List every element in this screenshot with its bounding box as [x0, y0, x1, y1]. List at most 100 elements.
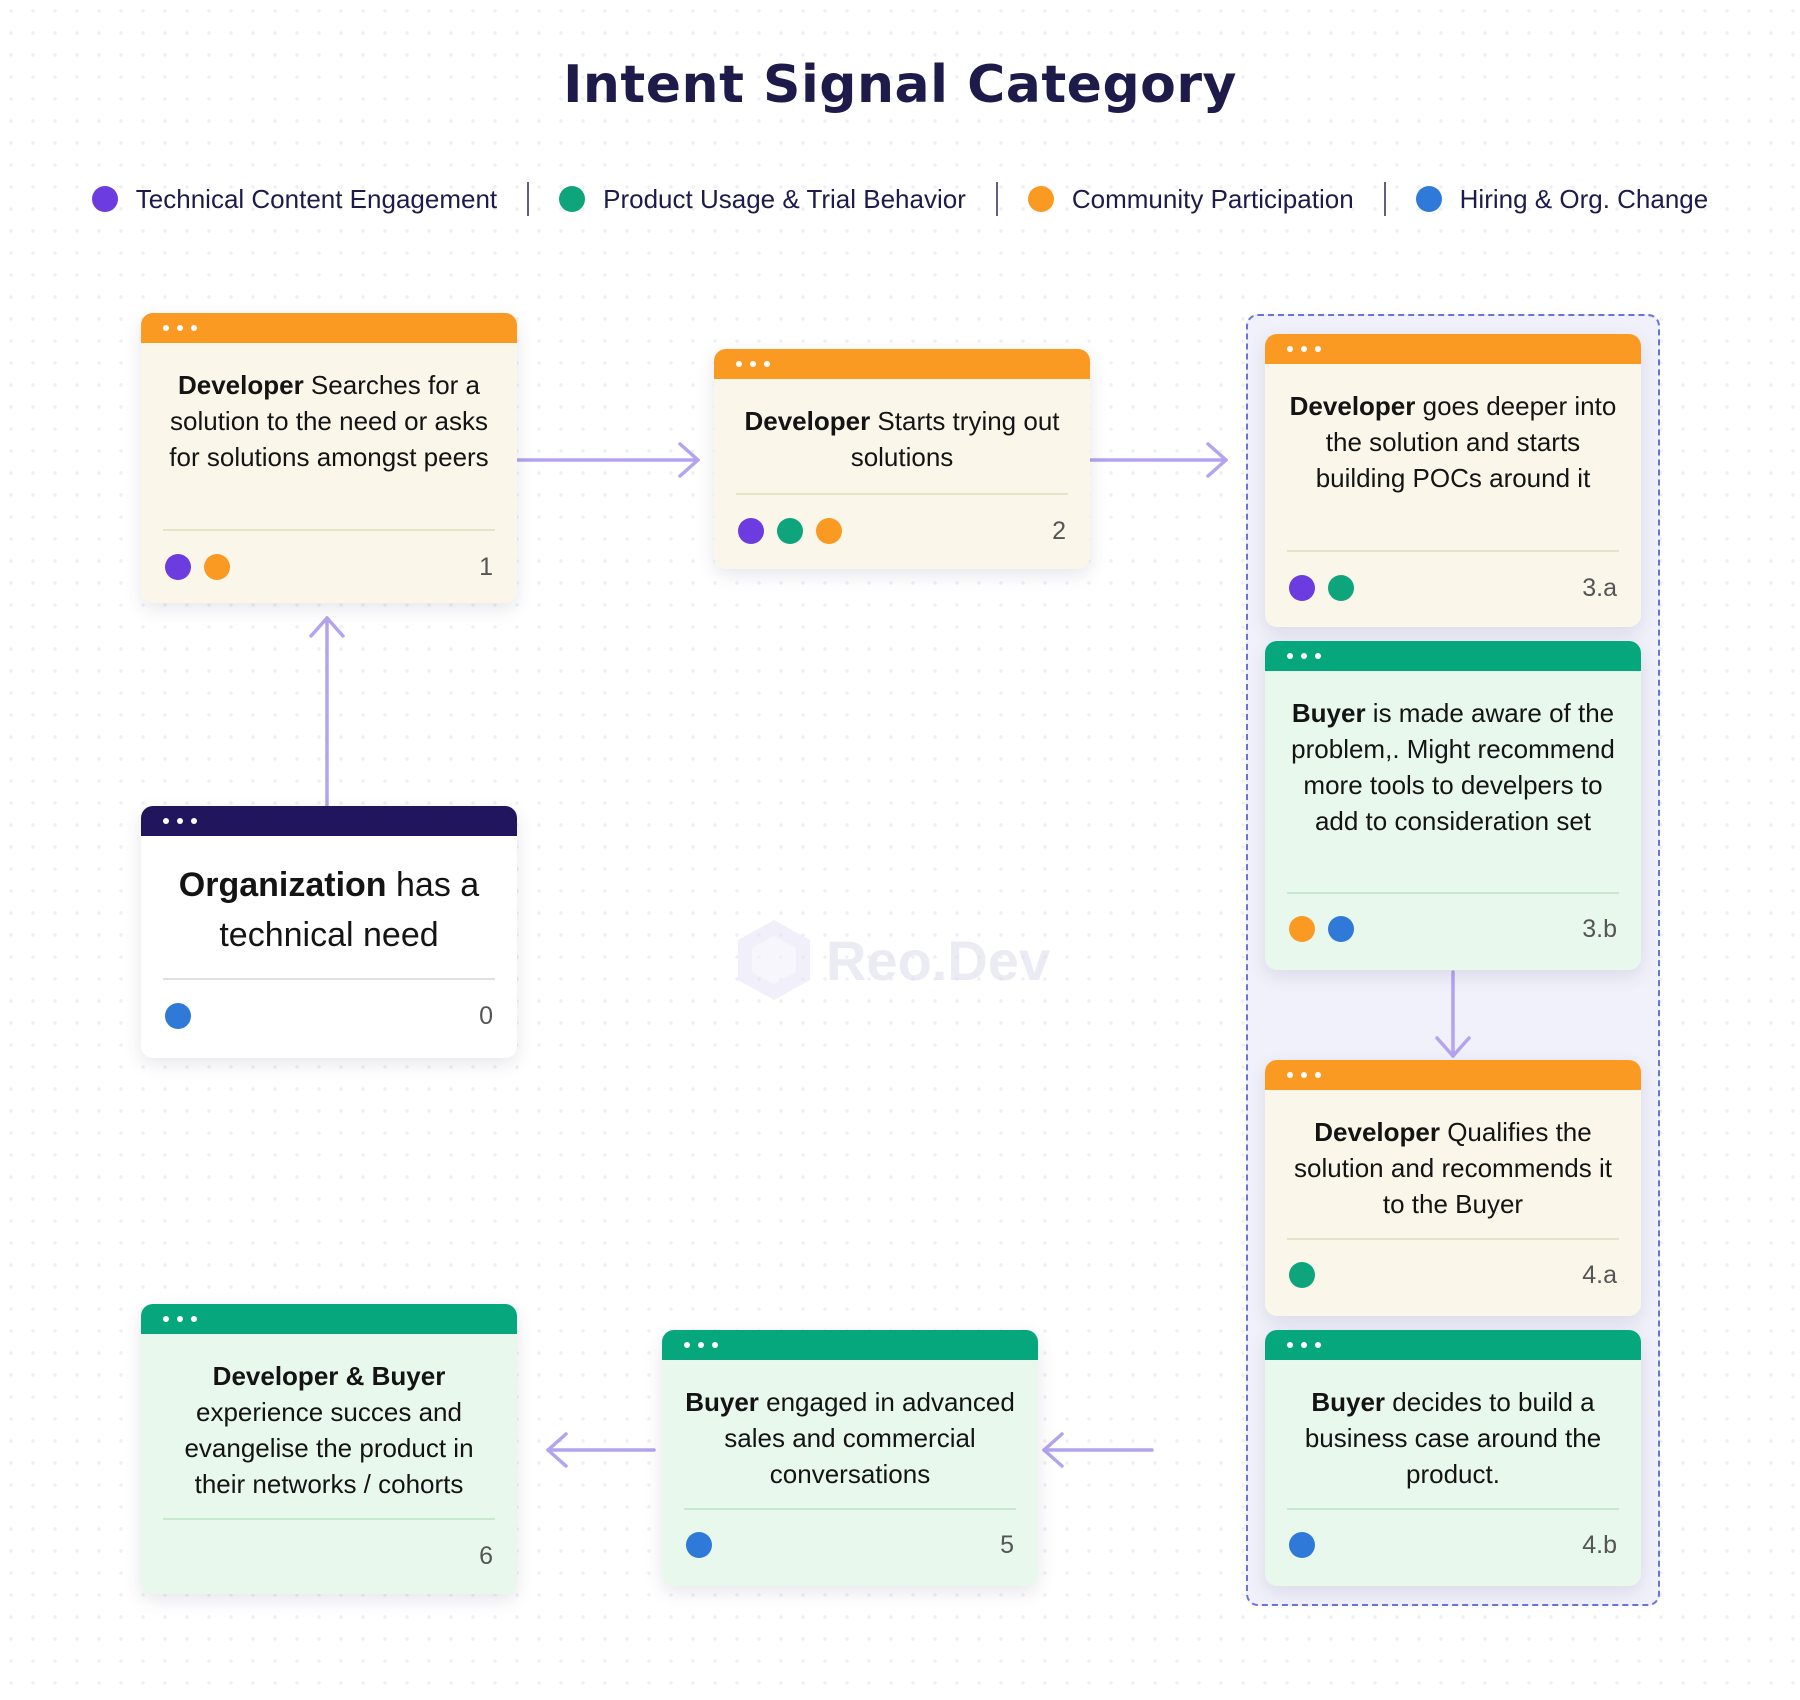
legend-dot-blue	[1415, 186, 1442, 212]
legend-dot-green	[559, 186, 586, 212]
window-dots-icon	[163, 325, 197, 331]
card-header	[714, 349, 1090, 379]
card-header	[662, 1330, 1038, 1360]
signal-dot-purple	[1289, 575, 1315, 601]
signal-dots	[1289, 1532, 1315, 1558]
step-number: 3.b	[1582, 915, 1617, 943]
legend-label: Product Usage & Trial Behavior	[603, 183, 966, 214]
signal-dot-orange	[816, 518, 842, 544]
step-number: 4.b	[1582, 1531, 1617, 1559]
arrow-0-to-1-head	[309, 616, 345, 638]
card-actor: Developer	[1314, 1117, 1440, 1147]
step-number: 1	[479, 553, 493, 581]
legend-separator	[995, 182, 998, 216]
step-number: 0	[479, 1002, 493, 1030]
step-card-3b: Buyer is made aware of the problem,. Mig…	[1265, 641, 1641, 970]
card-header	[141, 313, 517, 343]
signal-dot-blue	[165, 1003, 191, 1029]
step-card-6: Developer & Buyer experience succes and …	[141, 1304, 517, 1594]
legend-label: Technical Content Engagement	[135, 183, 498, 214]
signal-dots	[165, 1003, 191, 1029]
card-description: Developer & Buyer experience succes and …	[141, 1358, 517, 1502]
window-dots-icon	[736, 361, 770, 367]
window-dots-icon	[684, 1342, 718, 1348]
window-dots-icon	[1287, 1072, 1321, 1078]
signal-dot-orange	[204, 554, 230, 580]
window-dots-icon	[1287, 1342, 1321, 1348]
card-header	[1265, 1330, 1641, 1360]
step-number: 5	[1000, 1531, 1014, 1559]
watermark-text: Reo.Dev	[826, 928, 1051, 992]
arrow-5-to-6-head	[546, 1432, 568, 1468]
legend-item-community: Community Participation	[1027, 184, 1354, 215]
card-header	[141, 1304, 517, 1334]
card-actor: Developer	[744, 406, 871, 436]
signal-dot-purple	[738, 518, 764, 544]
card-description: Developer Searches for a solution to the…	[141, 367, 517, 475]
window-dots-icon	[1287, 346, 1321, 352]
step-number: 4.a	[1582, 1261, 1617, 1289]
step-card-0: Organization has a technical need 0	[141, 806, 517, 1058]
step-card-3a: Developer goes deeper into the solution …	[1265, 334, 1641, 627]
card-header	[141, 806, 517, 836]
legend-separator	[527, 182, 530, 216]
signal-dot-blue	[686, 1532, 712, 1558]
card-divider	[1287, 1508, 1619, 1510]
signal-dot-green	[1328, 575, 1354, 601]
card-description: Developer goes deeper into the solution …	[1265, 388, 1641, 496]
watermark: Reo.Dev	[734, 918, 1050, 1002]
signal-dot-green	[777, 518, 803, 544]
card-description: Buyer engaged in advanced sales and comm…	[662, 1384, 1038, 1492]
step-card-4b: Buyer decides to build a business case a…	[1265, 1330, 1641, 1586]
card-text: experience succes and evangelise the pro…	[184, 1397, 474, 1499]
card-description: Buyer is made aware of the problem,. Mig…	[1265, 695, 1641, 839]
card-description: Buyer decides to build a business case a…	[1265, 1384, 1641, 1492]
card-description: Developer Starts trying out solutions	[714, 403, 1090, 475]
card-divider	[163, 529, 495, 531]
arrow-1-to-2-head	[678, 442, 700, 478]
window-dots-icon	[163, 818, 197, 824]
card-description: Developer Qualifies the solution and rec…	[1265, 1114, 1641, 1222]
legend-item-product-usage: Product Usage & Trial Behavior	[559, 184, 966, 215]
reo-logo-icon	[738, 920, 810, 1000]
card-actor: Organization	[178, 866, 387, 904]
signal-dot-blue	[1289, 1532, 1315, 1558]
legend-item-technical-content: Technical Content Engagement	[91, 183, 498, 215]
card-actor: Developer & Buyer	[212, 1361, 446, 1391]
card-divider	[684, 1508, 1016, 1510]
card-text: engaged in advanced sales and commercial…	[724, 1387, 1015, 1489]
signal-dot-green	[1289, 1262, 1315, 1288]
step-number: 6	[479, 1542, 493, 1570]
card-actor: Buyer	[1311, 1387, 1386, 1417]
card-divider	[1287, 1238, 1619, 1240]
signal-dot-orange	[1289, 916, 1315, 942]
card-description: Organization has a technical need	[141, 860, 517, 960]
card-header	[1265, 1060, 1641, 1090]
arrow-2-to-3a-head	[1206, 442, 1228, 478]
card-text: Qualifies the solution and recommends it…	[1294, 1117, 1612, 1219]
signal-dots	[1289, 575, 1354, 601]
card-text: Starts trying out solutions	[850, 406, 1060, 472]
step-number: 2	[1052, 517, 1066, 545]
legend-dot-purple	[91, 186, 118, 212]
card-actor: Developer	[177, 370, 304, 400]
signal-dot-blue	[1328, 916, 1354, 942]
window-dots-icon	[163, 1316, 197, 1322]
arrow-3b-to-4a-head	[1435, 1036, 1471, 1058]
card-divider	[1287, 892, 1619, 894]
card-text: has a technical need	[219, 866, 480, 954]
legend-separator	[1383, 182, 1386, 216]
signal-dots	[165, 554, 230, 580]
card-text: goes deeper into the solution and starts…	[1315, 391, 1617, 493]
step-number: 3.a	[1582, 574, 1617, 602]
diagram-title: Intent Signal Category	[563, 55, 1237, 115]
legend: Technical Content Engagement Product Usa…	[0, 182, 1800, 216]
card-divider	[1287, 550, 1619, 552]
step-card-2: Developer Starts trying out solutions 2	[714, 349, 1090, 569]
legend-dot-orange	[1027, 186, 1054, 212]
card-text: is made aware of the problem,. Might rec…	[1291, 698, 1615, 836]
card-actor: Buyer	[685, 1387, 759, 1417]
card-text: decides to build a business case around …	[1304, 1387, 1602, 1489]
arrow-4b-to-5-head	[1042, 1432, 1064, 1468]
